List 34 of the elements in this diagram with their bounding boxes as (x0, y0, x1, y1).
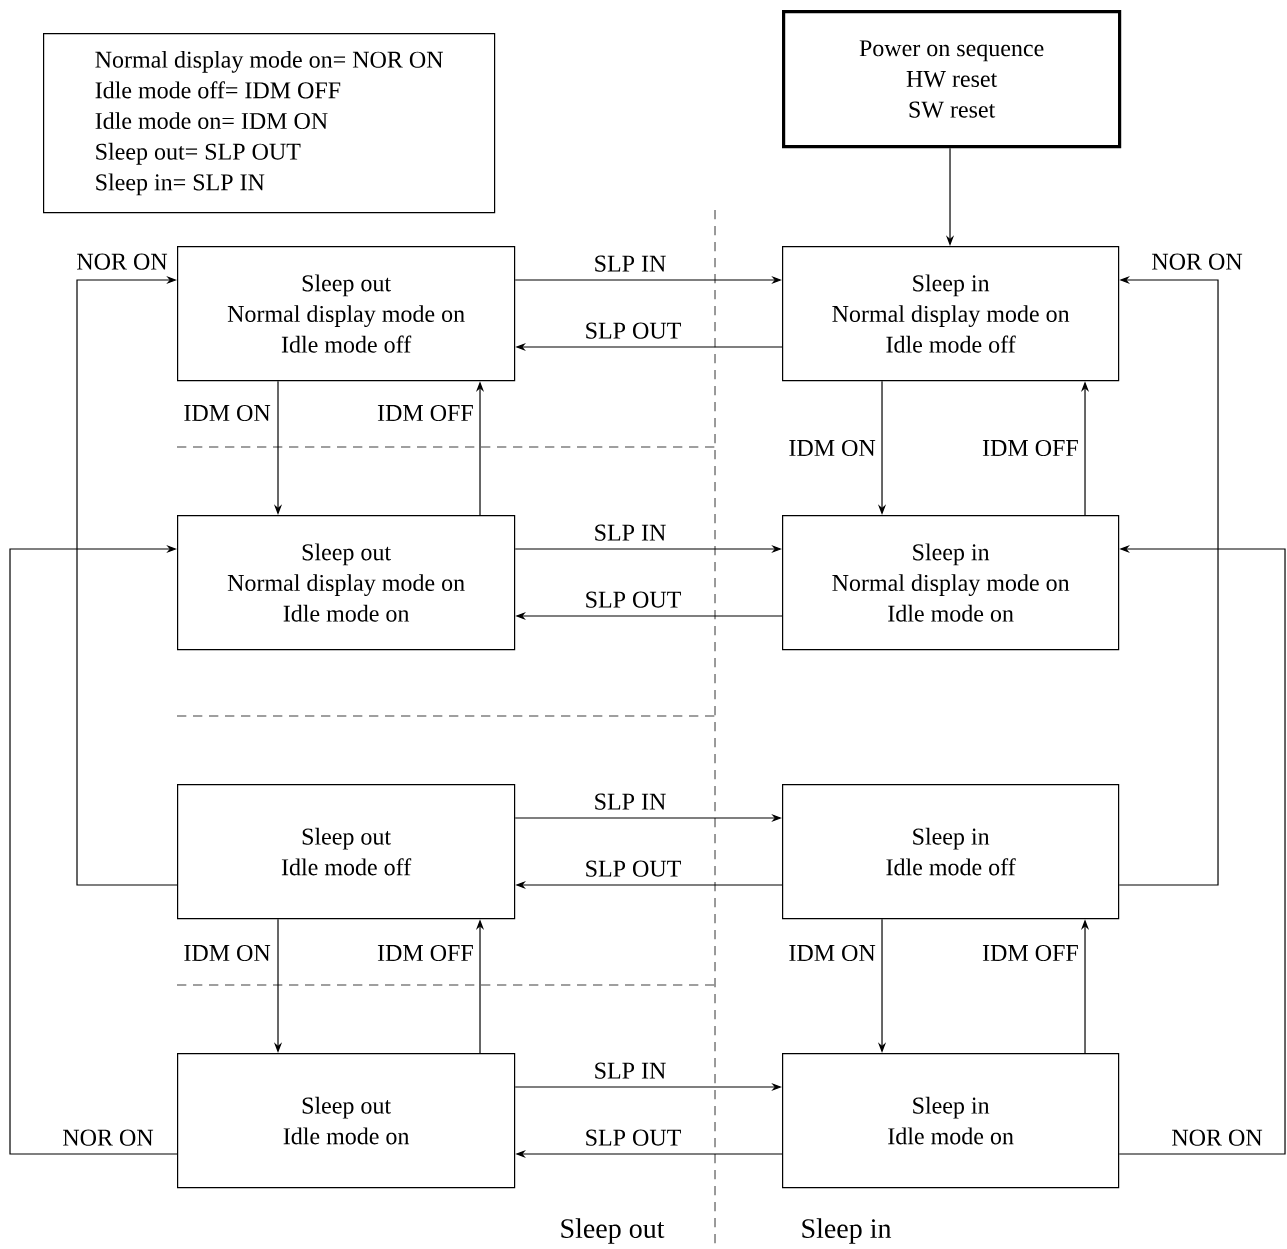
edge-label: NOR ON (74, 251, 170, 272)
abbreviation-box: Normal display mode on= NOR ON Idle mode off= IDM OFF Idle mode on= IDM ON Sleep out= SLP OUT Sleep in= SLP IN (43, 33, 496, 214)
state-box: Sleep in Idle mode on (782, 1053, 1120, 1189)
edge-label: SLP OUT (582, 589, 684, 610)
process-box: Power on sequence HW reset SW reset (782, 10, 1122, 149)
edge-label: NOR ON (60, 1127, 156, 1148)
edge-label: IDM ON (181, 402, 273, 424)
arrow (76, 275, 178, 886)
edge-label: NOR ON (1169, 1127, 1265, 1148)
edge-label: IDM ON (181, 942, 273, 964)
edge-label: NOR ON (1149, 251, 1245, 272)
region-label: Sleep out (561, 1218, 665, 1244)
region-label: Sleep in (802, 1218, 892, 1244)
state-box: Sleep in Normal display mode on Idle mode off (782, 246, 1120, 382)
edge-label: SLP OUT (582, 858, 684, 879)
edge-label: IDM ON (786, 437, 878, 459)
edge-label: SLP IN (591, 253, 669, 274)
edge-label: IDM OFF (980, 942, 1081, 964)
state-box: Sleep out Idle mode on (177, 1053, 516, 1189)
state-box: Sleep out Idle mode off (177, 784, 516, 920)
state-box: Sleep in Normal display mode on Idle mode on (782, 515, 1120, 651)
edge-label: IDM OFF (375, 942, 476, 964)
edge-label: SLP IN (591, 522, 669, 543)
edge-label: IDM OFF (375, 402, 476, 424)
edge-label: IDM OFF (980, 437, 1081, 459)
edge-label: SLP OUT (582, 320, 684, 341)
arrow (9, 544, 178, 1155)
state-box: Sleep out Normal display mode on Idle mode off (177, 246, 516, 382)
edge-label: IDM ON (786, 942, 878, 964)
edge-label: SLP IN (591, 1060, 669, 1081)
state-box: Sleep out Normal display mode on Idle mode on (177, 515, 516, 651)
edge-label: SLP IN (591, 791, 669, 812)
state-box: Sleep in Idle mode off (782, 784, 1120, 920)
edge-label: SLP OUT (582, 1127, 684, 1148)
